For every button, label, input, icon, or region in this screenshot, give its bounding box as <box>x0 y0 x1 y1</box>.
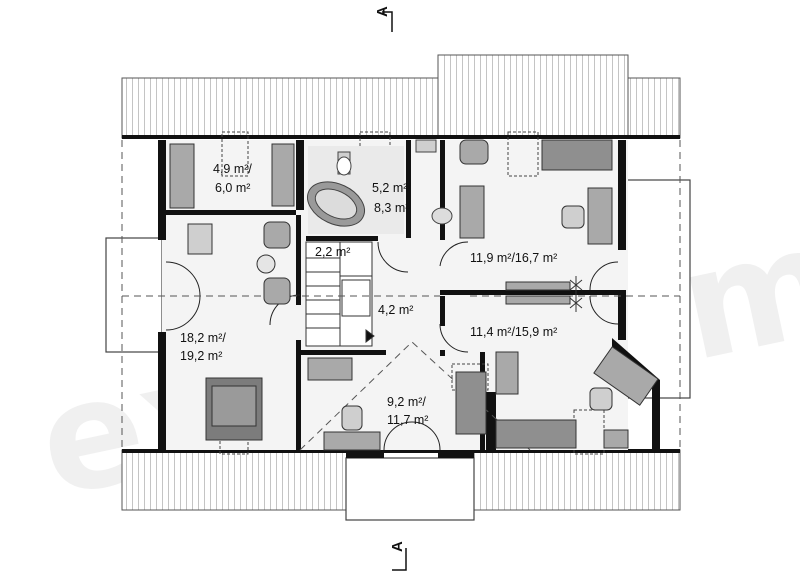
room-area-bedroom-south: 9,2 m²/ <box>387 395 426 409</box>
room-area-wardrobe-total: 6,0 m² <box>215 181 250 195</box>
section-letter: A <box>389 541 406 552</box>
exterior-walls <box>158 140 660 458</box>
room-labels: 4,9 m²/ 6,0 m² 5,2 m²/ 8,3 m² 2,2 m² 4,2… <box>180 162 557 427</box>
section-marker-top: A <box>374 6 393 32</box>
room-area-hall-small: 2,2 m² <box>315 245 350 259</box>
room-area-bathroom-total: 8,3 m² <box>374 201 409 215</box>
room-area-bathroom: 5,2 m²/ <box>372 181 411 195</box>
section-marker-bottom: A <box>389 541 407 571</box>
room-area-bedroom-se: 11,4 m²/15,9 m² <box>470 325 557 339</box>
plant-icon <box>569 276 583 312</box>
section-letter: A <box>374 6 391 17</box>
door-swings <box>165 241 619 451</box>
room-area-bedroom-ne: 11,9 m²/16,7 m² <box>470 251 557 265</box>
room-area-wardrobe: 4,9 m²/ <box>213 162 252 176</box>
roof-overhang <box>121 54 681 511</box>
balcony <box>105 179 691 521</box>
room-area-master-bedroom-total: 19,2 m² <box>180 349 222 363</box>
bathroom-fixtures <box>307 139 453 234</box>
room-area-hall: 4,2 m² <box>378 303 413 317</box>
furniture <box>169 139 659 451</box>
staircase <box>305 241 375 347</box>
room-area-master-bedroom: 18,2 m²/ <box>180 331 226 345</box>
room-area-bedroom-south-total: 11,7 m² <box>387 413 428 427</box>
